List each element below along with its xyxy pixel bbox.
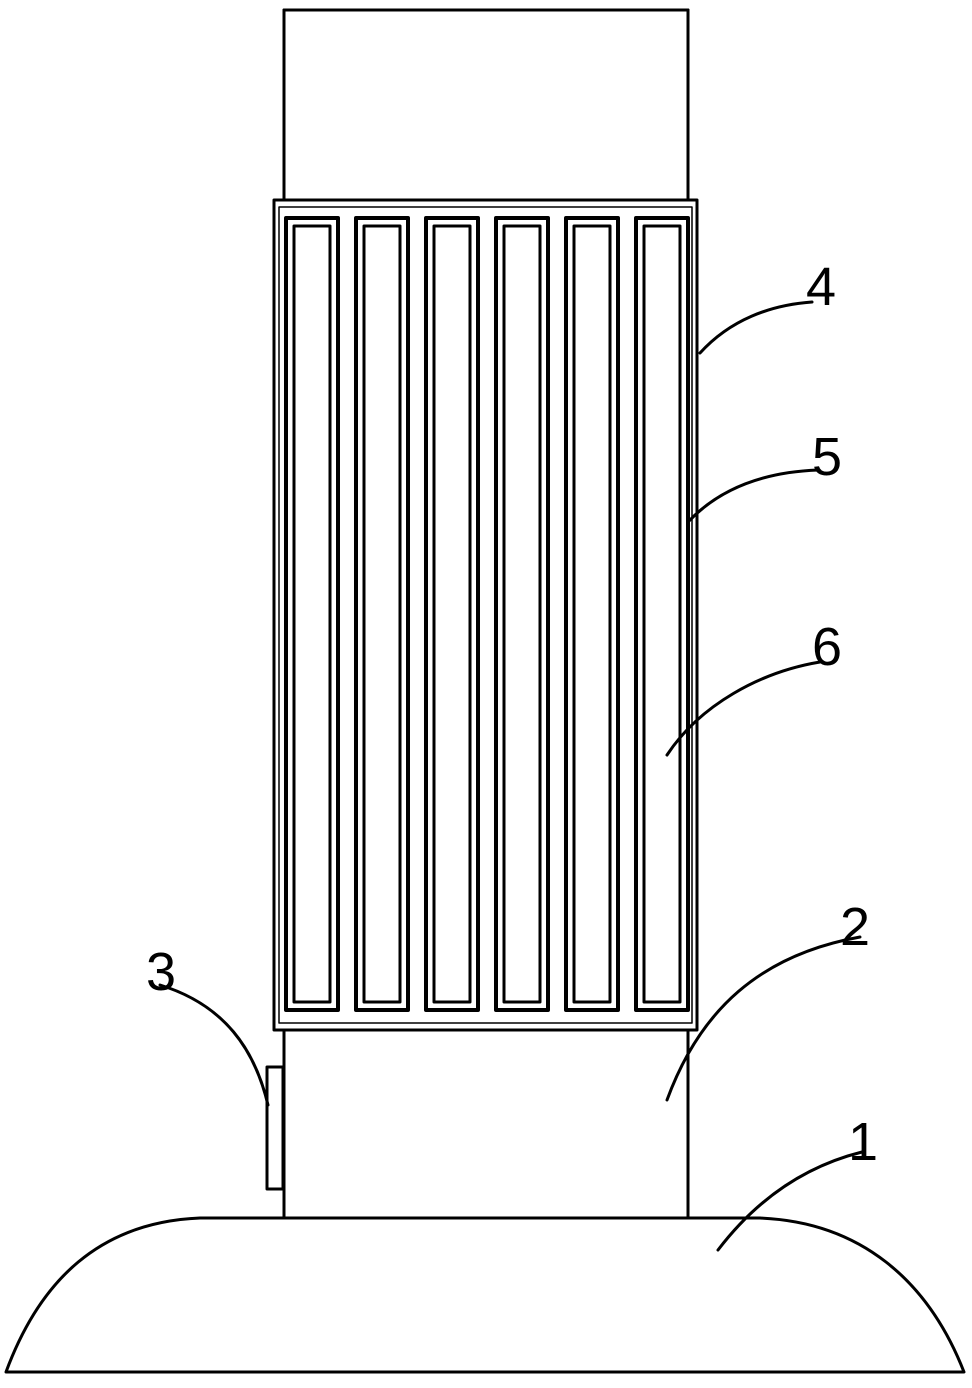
vent-slot — [634, 216, 690, 1012]
label-2: 2 — [840, 897, 870, 957]
vent-slot-frame — [284, 216, 340, 1012]
vent-slot-inner — [642, 224, 682, 1004]
vent-slot-frame — [494, 216, 550, 1012]
vent-slot-inner — [502, 224, 542, 1004]
label-1: 1 — [848, 1112, 878, 1172]
base-dome — [4, 1216, 966, 1374]
leader-line-3 — [158, 983, 270, 1107]
vent-slot — [564, 216, 620, 1012]
label-5: 5 — [812, 427, 842, 487]
vent-slot — [424, 216, 480, 1012]
vent-slot — [494, 216, 550, 1012]
vent-slot-inner — [572, 224, 612, 1004]
label-3: 3 — [146, 942, 176, 1002]
top-cap — [282, 8, 690, 202]
leader-line-6 — [665, 660, 822, 757]
label-6: 6 — [812, 617, 842, 677]
vent-slot-frame — [564, 216, 620, 1012]
vent-slot-frame — [354, 216, 410, 1012]
vent-slot — [354, 216, 410, 1012]
vent-slot — [284, 216, 340, 1012]
vent-slot-inner — [292, 224, 332, 1004]
grille-housing — [272, 198, 699, 1032]
lower-column — [282, 1028, 690, 1220]
vent-slot-frame — [424, 216, 480, 1012]
leader-line-5 — [686, 468, 820, 524]
vent-slot-frame — [634, 216, 690, 1012]
vent-slot-inner — [432, 224, 472, 1004]
leader-line-1 — [716, 1150, 864, 1252]
vent-slot-inner — [362, 224, 402, 1004]
leader-line-2 — [665, 935, 862, 1102]
leader-line-4 — [698, 300, 814, 355]
label-4: 4 — [806, 257, 836, 317]
side-switch — [265, 1065, 285, 1191]
vent-slots — [284, 216, 690, 1012]
